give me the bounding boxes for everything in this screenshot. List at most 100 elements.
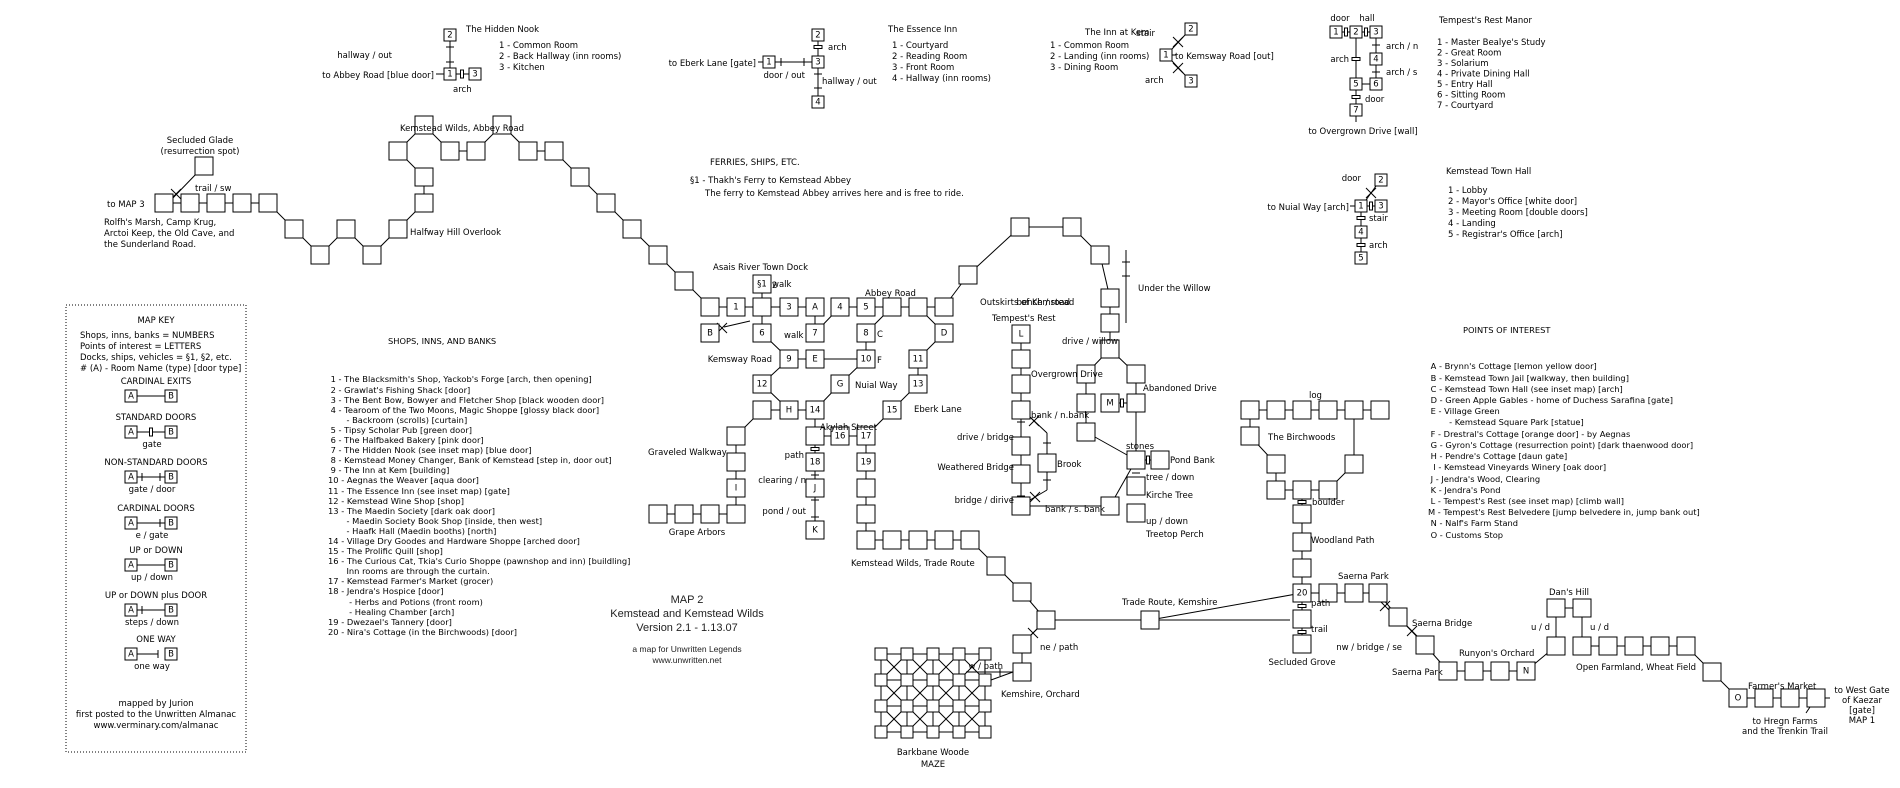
connection-line — [1029, 489, 1048, 501]
room — [856, 452, 876, 472]
room — [811, 95, 825, 109]
room — [1572, 598, 1592, 618]
map-label: Kirche Tree — [1146, 491, 1193, 501]
room — [258, 193, 278, 213]
room-label: 20 — [1297, 589, 1308, 599]
room — [194, 156, 214, 176]
room — [830, 297, 850, 317]
room — [882, 530, 902, 550]
poi-item: L - Tempest's Rest (see inset map) [clim… — [1428, 495, 1624, 506]
shop-item: - Maedin Society Book Shop [inside, then… — [328, 515, 543, 526]
room — [1090, 245, 1110, 265]
map-label: gate — [142, 440, 161, 450]
room — [1036, 610, 1056, 630]
room-label: 14 — [810, 406, 821, 416]
poi-item: E - Village Green — [1428, 406, 1500, 417]
room — [468, 67, 482, 81]
room — [206, 193, 226, 213]
room — [805, 400, 825, 420]
room — [336, 219, 356, 239]
map-label: ONE WAY — [136, 635, 176, 645]
room — [830, 426, 850, 446]
map-label: Outskirts of Kemstead — [980, 298, 1074, 308]
shop-item: 11 - The Essence Inn (see inset map) [ga… — [328, 485, 510, 496]
map-label: trail / sw — [195, 184, 231, 194]
room-label: 4 — [1358, 228, 1363, 238]
poi-items: A - Brynn's Cottage [lemon yellow door] … — [1428, 361, 1700, 540]
room — [752, 274, 772, 294]
map-label: nw / bridge / se — [1336, 643, 1402, 653]
room-label: 1 — [1358, 202, 1363, 212]
shop-item: 1 - The Blacksmith's Shop, Yackob's Forg… — [328, 374, 592, 385]
room — [1292, 400, 1312, 420]
room — [164, 516, 178, 530]
map-label: hall — [1359, 14, 1374, 24]
map-label: path — [785, 451, 804, 461]
room — [934, 297, 954, 317]
room — [124, 516, 138, 530]
shop-item: 9 - The Inn at Kem [building] — [328, 465, 450, 476]
door-icon — [813, 45, 823, 49]
shop-item: 19 - Dwezael's Tannery [door] — [328, 616, 452, 627]
map-label: Asais River Town Dock — [713, 263, 808, 273]
map-label: Runyon's Orchard — [1459, 649, 1534, 659]
map-label: door — [1365, 95, 1385, 105]
room — [700, 297, 720, 317]
door-icon — [1356, 216, 1366, 220]
room — [978, 725, 992, 739]
map-label: MAP 1 — [1849, 716, 1875, 726]
map-label: bridge / dirive — [955, 496, 1014, 506]
poi-item: H - Pendre's Cottage [daun gate] — [1428, 451, 1568, 462]
map-label: to Abbey Road [blue door] — [322, 71, 434, 81]
map-label: 3 - Solarium — [1437, 59, 1489, 69]
room — [1100, 288, 1120, 308]
room — [1368, 583, 1388, 603]
map-label: Dan's Hill — [1549, 588, 1589, 598]
shop-item: - Haafk Hall (Maedin booths) [north] — [328, 525, 497, 536]
map-label: The Birchwoods — [1267, 433, 1336, 443]
room — [1318, 480, 1338, 500]
room-label: 2 — [1188, 25, 1193, 35]
map-label: stones — [1126, 442, 1155, 452]
room — [674, 271, 694, 291]
map-label: (resurrection spot) — [161, 147, 240, 157]
room-label: 3 — [815, 58, 820, 68]
map-label: Rolfh's Marsh, Camp Krug, — [104, 218, 216, 228]
room — [1100, 393, 1120, 413]
map-label: The Hidden Nook — [465, 25, 539, 35]
room — [926, 699, 940, 713]
map-label: Shops, inns, banks = NUMBERS — [80, 331, 214, 341]
map-label: to Overgrown Drive [wall] — [1308, 127, 1417, 137]
room — [1292, 532, 1312, 552]
room — [1374, 199, 1388, 213]
room — [124, 425, 138, 439]
map-label: door / out — [764, 71, 806, 81]
shop-item: 17 - Kemstead Farmer's Market (grocer) — [328, 576, 494, 587]
map-label: Weathered Bridge — [937, 463, 1014, 473]
room — [1344, 583, 1364, 603]
room-label: A — [812, 303, 818, 313]
room-label: 7 — [1353, 106, 1358, 116]
room — [443, 28, 457, 42]
room-label: 13 — [913, 380, 924, 390]
room — [1369, 77, 1383, 91]
map-label: 6 - Sitting Room — [1437, 91, 1505, 101]
shop-item: 13 - The Maedin Society [dark oak door] — [328, 505, 495, 516]
room — [1062, 217, 1082, 237]
map-label: www.unwritten.net — [652, 655, 723, 665]
room — [1292, 480, 1312, 500]
room — [1388, 607, 1408, 627]
map-label: www.verminary.com/almanac — [94, 721, 219, 731]
room — [570, 167, 590, 187]
room — [986, 556, 1006, 576]
shop-item: 8 - Kemstead Money Changer, Bank of Kems… — [328, 455, 612, 466]
room — [1728, 688, 1748, 708]
room — [856, 478, 876, 498]
map-label: w / path — [968, 662, 1003, 672]
room — [811, 55, 825, 69]
room — [700, 323, 720, 343]
map-label: walk — [772, 280, 792, 290]
room — [1438, 661, 1458, 681]
room-label: 2 — [1378, 176, 1383, 186]
